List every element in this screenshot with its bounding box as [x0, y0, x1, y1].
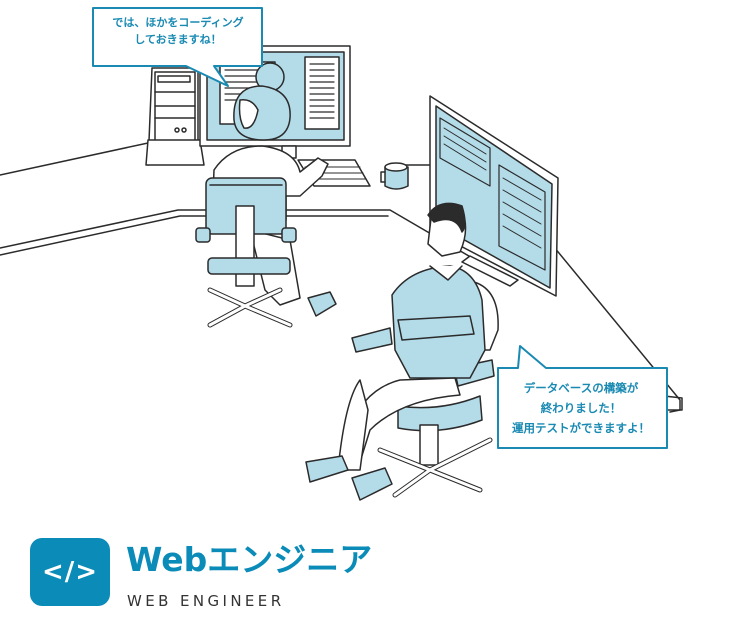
office-illustration: では、ほかをコーディング しておきますね！ データベースの構築が 終わりました！… [0, 7, 683, 501]
code-icon: </> [30, 538, 110, 606]
man-engineer [305, 202, 486, 501]
bubble-line: 終わりました！ [540, 401, 622, 415]
speech-bubble-woman [92, 7, 263, 87]
speech-bubble-man-text: データベースの構築が 終わりました！ 運用テストができますよ！ [502, 378, 660, 438]
bubble-line: では、ほかをコーディング [112, 16, 244, 29]
mug-icon [380, 162, 409, 190]
monitor-right [429, 95, 559, 297]
bubble-line: データベースの構築が [523, 381, 639, 395]
bubble-line: しておきますね！ [134, 33, 222, 46]
bubble-line: 運用テストができますよ！ [512, 421, 650, 435]
job-subtitle: WEB ENGINEER [127, 592, 285, 610]
speech-bubble-man [497, 345, 668, 449]
speech-bubble-woman-text: では、ほかをコーディング しておきますね！ [96, 14, 260, 48]
pc-tower [145, 67, 205, 166]
chair-woman [195, 177, 297, 328]
job-title: Webエンジニア [126, 540, 373, 579]
